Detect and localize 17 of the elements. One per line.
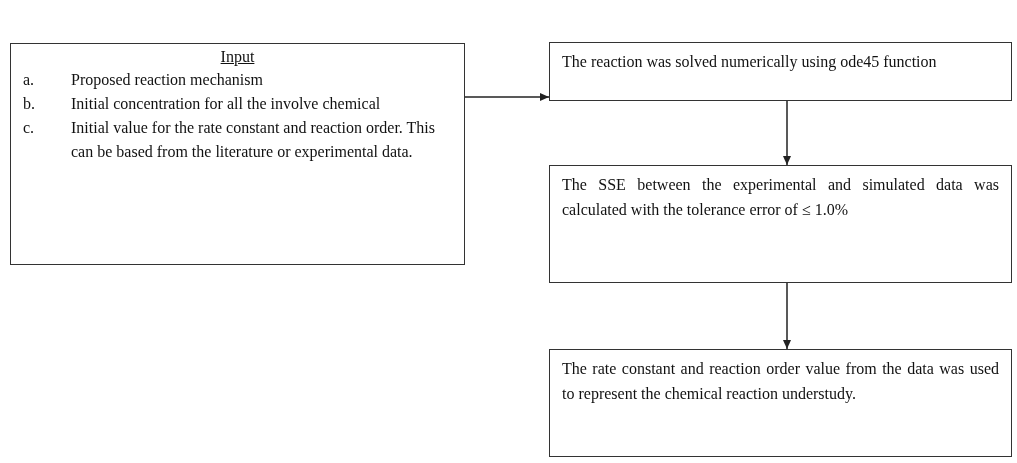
- step-text: The reaction was solved numerically using ode45 function: [561, 52, 938, 73]
- list-marker: a.: [22, 70, 36, 90]
- list-item-text: Initial value for the rate constant and reaction order. This can be based from the literature or experimental data.: [71, 118, 436, 163]
- list-item-text: Initial concentration for all the involve chemical: [71, 94, 382, 114]
- arrow: [464, 93, 550, 101]
- step-text: The rate constant and reaction order value from the data was used to represent the chemical reaction understudy.: [561, 359, 1000, 405]
- list-item-text: Proposed reaction mechanism: [71, 70, 264, 91]
- process-box: [549, 42, 1012, 101]
- box-heading: Input: [219, 48, 256, 66]
- arrow: [783, 282, 791, 350]
- list-marker: c.: [22, 118, 36, 138]
- step-text: The SSE between the experimental and simulated data was calculated with the tolerance error of ≤ 1.0%: [561, 175, 1000, 220]
- process-box: [10, 43, 465, 265]
- process-box: [549, 165, 1012, 283]
- process-box: [549, 349, 1012, 457]
- arrow: [783, 100, 791, 166]
- list-marker: b.: [22, 94, 36, 114]
